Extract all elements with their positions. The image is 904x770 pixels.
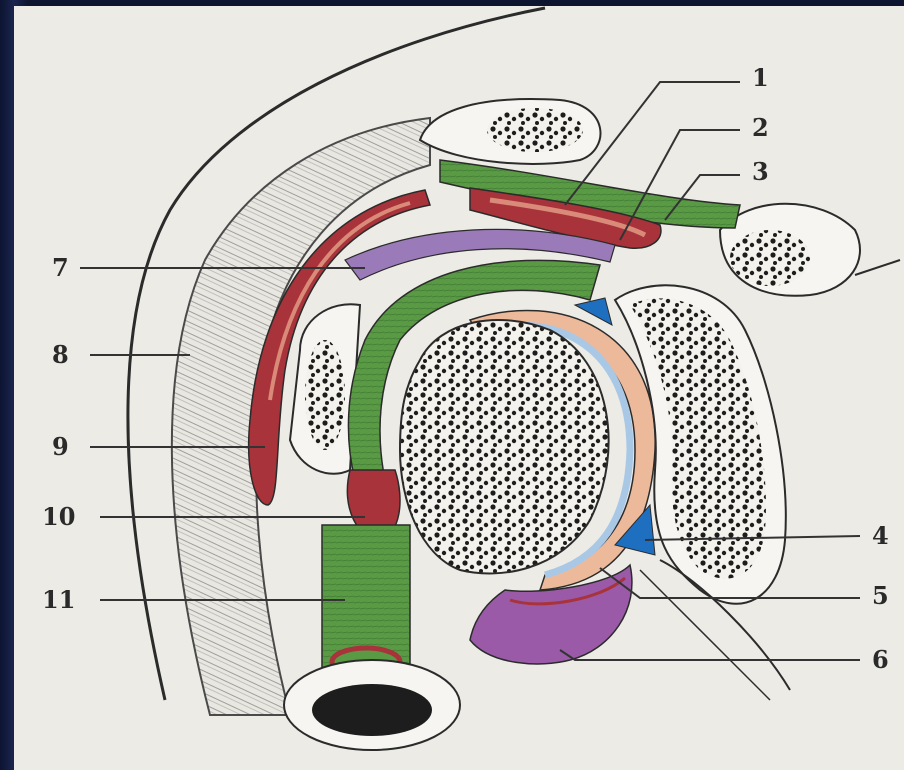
svg-text:6: 6 [872,645,889,674]
acromion-trabecular [487,108,583,152]
callout-6: 6 [560,645,889,674]
svg-text:2: 2 [752,113,769,142]
clavicle-trabecular [730,230,810,286]
svg-text:1: 1 [752,63,769,92]
svg-text:3: 3 [752,157,769,186]
svg-text:5: 5 [872,581,889,610]
svg-text:4: 4 [872,521,889,550]
svg-text:7: 7 [52,253,69,282]
svg-text:10: 10 [42,502,75,531]
callout-8: 8 [52,340,190,369]
svg-text:9: 9 [52,432,69,461]
svg-text:11: 11 [42,585,75,614]
svg-text:8: 8 [52,340,69,369]
humeral-head [400,320,609,573]
